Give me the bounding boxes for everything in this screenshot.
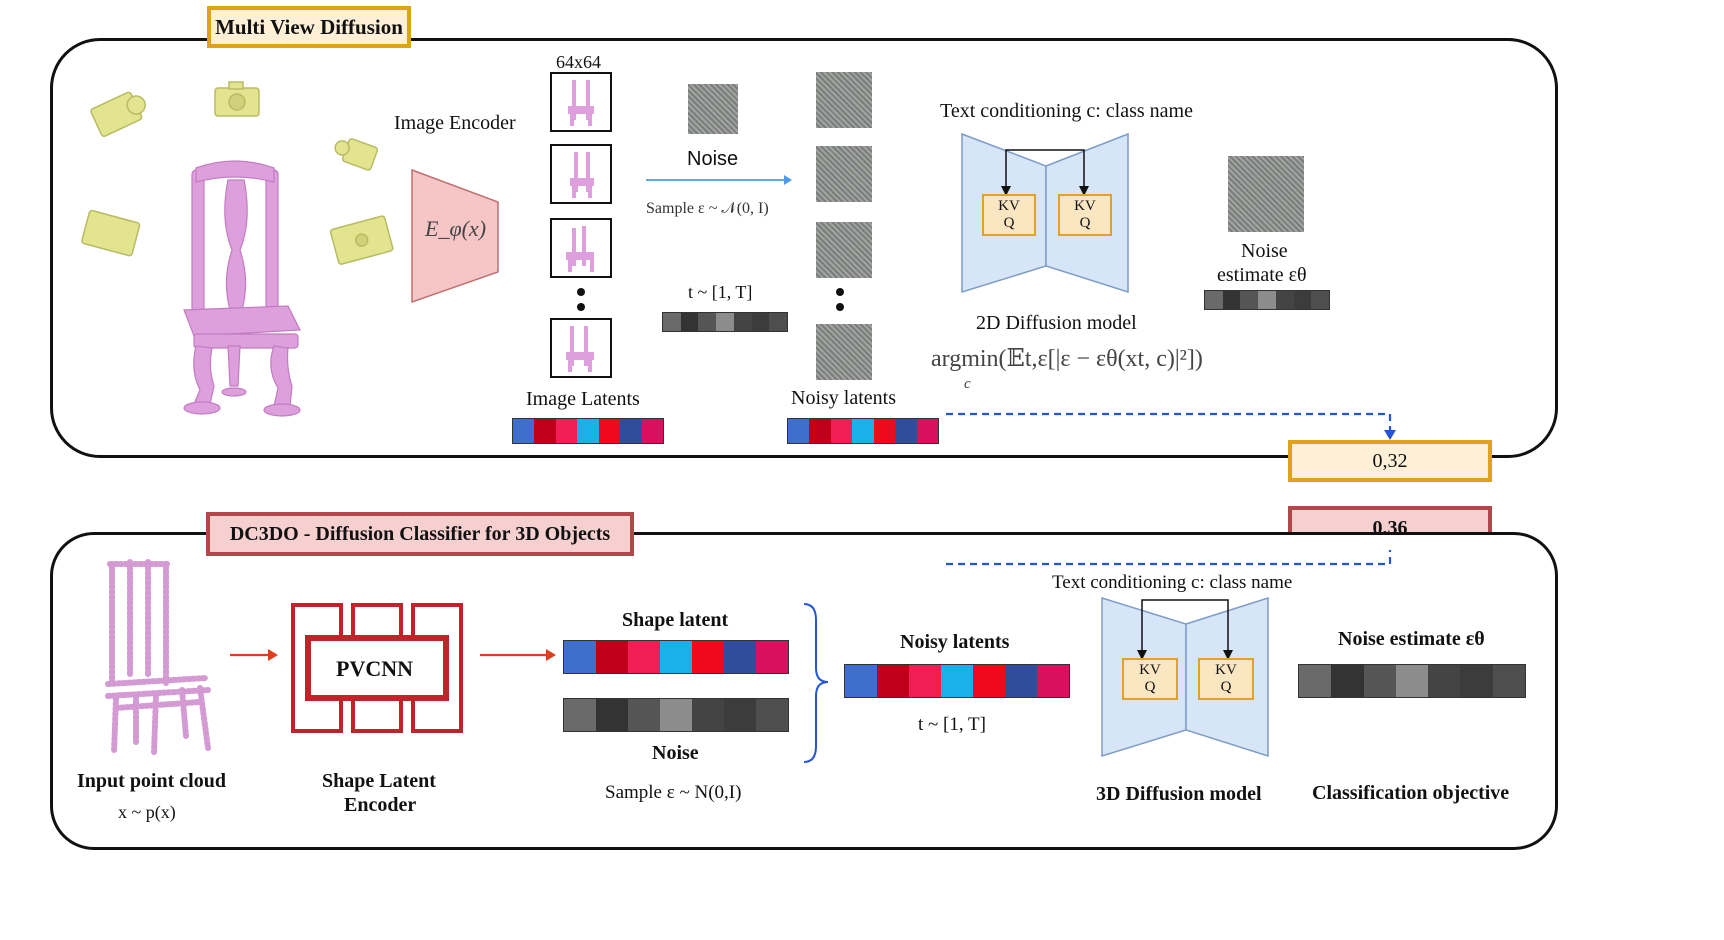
timestep-label-bottom: t ~ [1, T] [918,714,986,735]
noisy-latent-image [816,72,872,128]
chair-3d-render [183,160,301,417]
input-distribution-label: x ~ p(x) [118,802,176,822]
noise-estimate-vector-bottom [1298,664,1526,698]
multi-view-diffusion-title: Multi View Diffusion [207,6,411,48]
image-encoder-trapezoid [411,168,499,304]
camera-views-illustration [81,81,394,265]
noisy-latent-image [816,324,872,380]
model-2d-label: 2D Diffusion model [976,312,1137,334]
timestep-label: t ~ [1, T] [688,282,753,302]
shape-latent-label: Shape latent [622,609,729,631]
timestep-vector [662,312,788,332]
input-point-cloud-label: Input point cloud [77,770,226,792]
shape-latent-vector [563,640,789,674]
noise-vector [563,698,789,732]
noisy-latents-vector-bottom [844,664,1070,698]
pvcnn-encoder-diagram [291,603,463,733]
latent-view-thumbnail [550,218,612,278]
ellipsis-dot [577,288,585,296]
ellipsis-dot [836,288,844,296]
dashed-connector-bottom [946,550,1392,566]
model-3d-label: 3D Diffusion model [1096,783,1262,805]
pvcnn-label: PVCNN [336,656,413,681]
ellipsis-dot [836,303,844,311]
image-latents-vector [512,418,664,444]
latent-view-thumbnail [550,318,612,378]
noise-estimate-label-line2: estimate εθ [1217,264,1307,286]
noisy-latent-image [816,222,872,278]
score-top: 0,32 [1288,440,1492,482]
arrow-to-latent [480,649,556,661]
noise-arrow [646,175,792,185]
noise-estimate-vector [1204,290,1330,310]
image-encoder-label: Image Encoder [394,112,516,134]
dashed-connector-top [946,412,1396,440]
noise-estimate-label-line1: Noise [1241,240,1288,262]
noise-label: Noise [687,148,739,170]
latent-view-thumbnail [550,144,612,204]
ellipsis-dot [577,303,585,311]
encoder-formula: E_φ(x) [425,216,487,241]
multi-view-diffusion-panel [50,38,1558,458]
noise-sample-image [688,84,738,134]
latent-view-thumbnail [550,72,612,132]
shape-encoder-label-line1: Shape Latent [322,770,436,792]
camera-icon [81,81,394,265]
objective-subscript: c [964,376,971,392]
point-cloud-chair [105,559,211,755]
arrow-to-encoder [230,649,278,661]
classification-objective-label: Classification objective [1312,782,1510,804]
resolution-label: 64x64 [556,52,601,72]
dc3do-title: DC3DO - Diffusion Classifier for 3D Obje… [206,512,634,556]
noise-sample-formula-bottom: Sample ε ~ N(0,I) [605,782,742,803]
noise-estimate-label-bottom: Noise estimate εθ [1338,628,1485,650]
text-conditioning-label-bottom: Text conditioning c: class name [1052,572,1293,593]
noise-sample-formula: Sample ε ~ 𝒩(0, I) [646,200,769,217]
noise-estimate-image [1228,156,1304,232]
noisy-latents-label-bottom: Noisy latents [900,631,1010,653]
text-conditioning-label: Text conditioning c: class name [940,100,1193,122]
noisy-latent-image [816,146,872,202]
curly-brace [803,603,829,763]
image-latents-label: Image Latents [526,388,640,410]
noisy-latents-vector [787,418,939,444]
objective-formula: argmin(𝔼t,ε[|ε − εθ(xt, c)|²]) [931,346,1203,372]
noisy-latents-label: Noisy latents [791,387,896,409]
shape-encoder-label-line2: Encoder [344,794,417,816]
noise-label-bottom: Noise [652,742,699,764]
